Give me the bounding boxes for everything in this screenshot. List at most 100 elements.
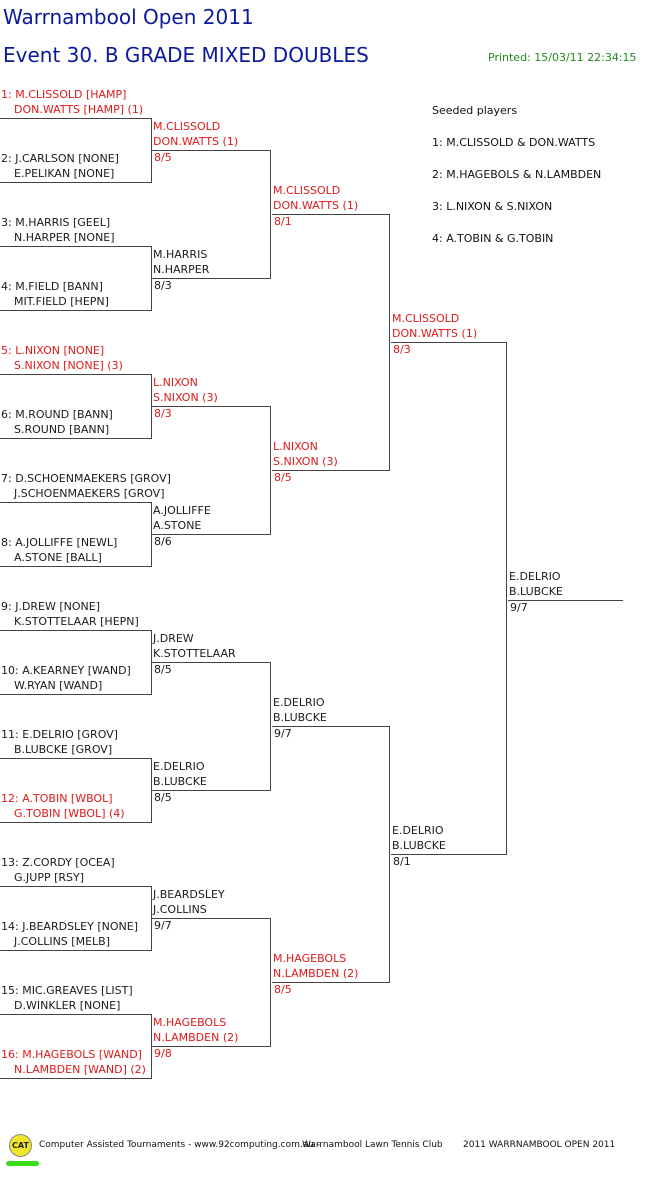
round2-entry-5-player2: K.STOTTELAAR: [153, 647, 236, 660]
round3-connector-1: [389, 214, 390, 471]
round3-entry-2-line: [272, 470, 390, 471]
round2-entry-7-player2: J.COLLINS: [153, 903, 207, 916]
round1-connector-4: [151, 502, 152, 567]
round2-entry-2-line: [152, 278, 271, 279]
round1-entry-6-line: [0, 438, 152, 439]
round1-entry-12-player2: G.TOBIN [WBOL] (4): [14, 807, 125, 820]
round1-entry-5-line: [0, 374, 152, 375]
round2-entry-4-player2: A.STONE: [153, 519, 202, 532]
seeded-player-1: 1: M.CLISSOLD & DON.WATTS: [432, 136, 596, 149]
round1-entry-12-player1: 12: A.TOBIN [WBOL]: [1, 792, 113, 805]
round1-entry-13-player2: G.JUPP [RSY]: [14, 871, 85, 884]
round1-entry-8-line: [0, 566, 152, 567]
round3-connector-2: [389, 726, 390, 983]
round1-entry-11-player1: 11: E.DELRIO [GROV]: [1, 728, 118, 741]
round1-entry-4-line: [0, 310, 152, 311]
round1-entry-15-player1: 15: MIC.GREAVES [LIST]: [1, 984, 133, 997]
round4-connector-1: [506, 342, 507, 855]
round3-entry-4-player2: N.LAMBDEN (2): [273, 967, 359, 980]
cat-logo-bar: [6, 1161, 39, 1166]
round3-entry-3-score: 9/7: [274, 727, 292, 740]
round1-entry-10-player1: 10: A.KEARNEY [WAND]: [1, 664, 131, 677]
round2-entry-6-player2: B.LUBCKE: [153, 775, 207, 788]
round1-connector-2: [151, 246, 152, 311]
round1-entry-8-player1: 8: A.JOLLIFFE [NEWL]: [1, 536, 118, 549]
round2-connector-2: [270, 406, 271, 535]
round1-entry-16-line: [0, 1078, 152, 1079]
footer-event: 2011 WARRNAMBOOL OPEN 2011: [463, 1140, 616, 1150]
round1-connector-5: [151, 630, 152, 695]
round1-entry-1-player1: 1: M.CLISSOLD [HAMP]: [1, 88, 127, 101]
round1-connector-1: [151, 118, 152, 183]
round1-entry-3-line: [0, 246, 152, 247]
round3-entry-4-score: 8/5: [274, 983, 292, 996]
round1-entry-3-player2: N.HARPER [NONE]: [14, 231, 115, 244]
round1-entry-14-player2: J.COLLINS [MELB]: [14, 935, 110, 948]
round1-entry-10-line: [0, 694, 152, 695]
round2-entry-5-line: [152, 662, 271, 663]
round2-entry-1-player2: DON.WATTS (1): [153, 135, 239, 148]
round1-connector-6: [151, 758, 152, 823]
seeded-player-3: 3: L.NIXON & S.NIXON: [432, 200, 553, 213]
round2-entry-6-player1: E.DELRIO: [153, 760, 205, 773]
round2-connector-1: [270, 150, 271, 279]
round2-entry-2-player2: N.HARPER: [153, 263, 210, 276]
round2-entry-3-score: 8/3: [154, 407, 172, 420]
round2-entry-3-player2: S.NIXON (3): [153, 391, 218, 404]
final-entry-1-player2: B.LUBCKE: [509, 585, 563, 598]
round1-entry-1-line: [0, 118, 152, 119]
round2-entry-1-player1: M.CLISSOLD: [153, 120, 221, 133]
round1-entry-2-line: [0, 182, 152, 183]
round2-entry-3-player1: L.NIXON: [153, 376, 198, 389]
round2-connector-3: [270, 662, 271, 791]
round1-entry-15-player2: D.WINKLER [NONE]: [14, 999, 121, 1012]
round2-entry-6-line: [152, 790, 271, 791]
round1-entry-13-line: [0, 886, 152, 887]
round1-entry-7-player2: J.SCHOENMAEKERS [GROV]: [14, 487, 165, 500]
tournament-title: Warrnambool Open 2011: [3, 5, 254, 29]
round3-entry-1-player1: M.CLISSOLD: [273, 184, 341, 197]
round1-entry-14-line: [0, 950, 152, 951]
round1-entry-8-player2: A.STONE [BALL]: [14, 551, 102, 564]
round1-entry-5-player2: S.NIXON [NONE] (3): [14, 359, 123, 372]
round1-entry-6-player2: S.ROUND [BANN]: [14, 423, 110, 436]
round1-entry-6-player1: 6: M.ROUND [BANN]: [1, 408, 113, 421]
round2-entry-1-line: [152, 150, 271, 151]
round1-entry-13-player1: 13: Z.CORDY [OCEA]: [1, 856, 115, 869]
round4-entry-2-score: 8/1: [393, 855, 411, 868]
round1-entry-11-player2: B.LUBCKE [GROV]: [14, 743, 113, 756]
seeded-player-4: 4: A.TOBIN & G.TOBIN: [432, 232, 554, 245]
round4-entry-1-score: 8/3: [393, 343, 411, 356]
printed-timestamp: Printed: 15/03/11 22:34:15: [488, 51, 637, 64]
round1-entry-2-player1: 2: J.CARLSON [NONE]: [1, 152, 119, 165]
round2-entry-8-score: 9/8: [154, 1047, 172, 1060]
round2-entry-5-player1: J.DREW: [153, 632, 194, 645]
round1-entry-11-line: [0, 758, 152, 759]
cat-logo: CAT: [9, 1134, 32, 1157]
round2-entry-4-player1: A.JOLLIFFE: [153, 504, 211, 517]
round2-entry-7-score: 9/7: [154, 919, 172, 932]
round3-entry-2-player2: S.NIXON (3): [273, 455, 338, 468]
round1-entry-15-line: [0, 1014, 152, 1015]
round1-entry-16-player1: 16: M.HAGEBOLS [WAND]: [1, 1048, 142, 1061]
round2-entry-5-score: 8/5: [154, 663, 172, 676]
round4-entry-1-line: [391, 342, 507, 343]
round2-entry-6-score: 8/5: [154, 791, 172, 804]
round4-entry-2-player1: E.DELRIO: [392, 824, 444, 837]
round2-entry-1-score: 8/5: [154, 151, 172, 164]
round2-entry-3-line: [152, 406, 271, 407]
round1-entry-4-player1: 4: M.FIELD [BANN]: [1, 280, 103, 293]
round4-entry-2-line: [391, 854, 507, 855]
round2-connector-4: [270, 918, 271, 1047]
footer-credit: Computer Assisted Tournaments - www.92co…: [39, 1140, 321, 1150]
round1-connector-8: [151, 1014, 152, 1079]
round1-entry-10-player2: W.RYAN [WAND]: [14, 679, 103, 692]
round1-entry-7-player1: 7: D.SCHOENMAEKERS [GROV]: [1, 472, 171, 485]
round3-entry-4-player1: M.HAGEBOLS: [273, 952, 347, 965]
round3-entry-1-score: 8/1: [274, 215, 292, 228]
footer-club: Warrnambool Lawn Tennis Club: [302, 1140, 443, 1150]
round3-entry-4-line: [272, 982, 390, 983]
round1-connector-3: [151, 374, 152, 439]
round1-entry-9-line: [0, 630, 152, 631]
round3-entry-3-line: [272, 726, 390, 727]
